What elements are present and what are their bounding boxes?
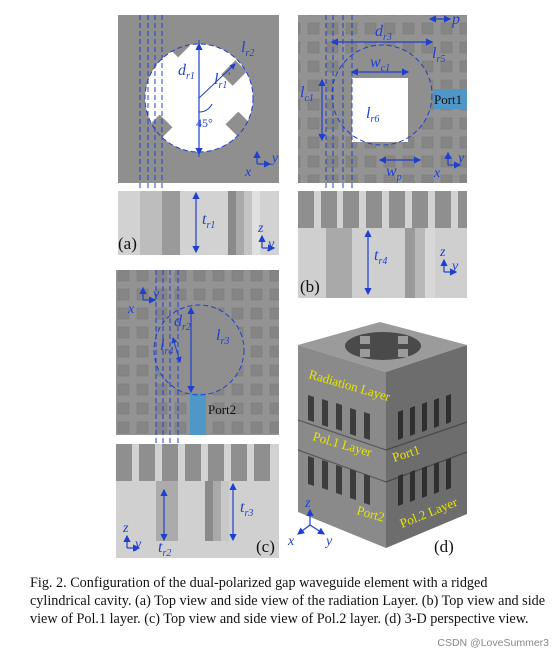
panel-c-d-label: dr2: [174, 313, 191, 333]
panel-c-l-r4-label: lr4: [160, 337, 173, 357]
panel-a-l-r2-label: lr2: [241, 39, 254, 59]
panel-c-t-r3-label: tr3: [240, 499, 253, 519]
panel-b-l-r5-label: lr5: [432, 45, 445, 65]
panel-a-axes-side: [258, 234, 276, 252]
panel-a-axis-y: y: [270, 151, 279, 166]
panel-b-coupling-slot: [352, 78, 408, 142]
panel-b-label: (b): [300, 277, 320, 296]
panel-d-right-slots: [398, 394, 451, 506]
panel-d-top-ridges: [360, 336, 408, 357]
panel-b-port: [433, 89, 467, 109]
panel-d-label: (d): [434, 537, 454, 556]
panel-d-left-slots: [308, 395, 370, 505]
panel-a-axis-y2: y: [266, 237, 275, 252]
panel-b-axis-z: z: [439, 245, 446, 260]
panel-a-d-label: dr1: [178, 62, 195, 82]
panel-d-axis-x: x: [287, 534, 295, 549]
panel-c-axis-y: y: [151, 287, 160, 302]
panel-b-l-c1-label: lc1: [300, 84, 314, 104]
panel-b-axis-y2: y: [450, 259, 459, 274]
panel-c-cavity: [154, 305, 244, 395]
panel-b-d-label: dr3: [375, 23, 392, 43]
panel-a-axis-z: z: [257, 221, 264, 236]
panel-d-axes: [297, 508, 326, 535]
panel-b: Port1 dr3 p lr5 wc1 lc1 lr6 wp x y: [298, 11, 467, 298]
panel-d-port2-label: Port2: [355, 502, 386, 524]
panel-b-w-c1-label: wc1: [370, 54, 390, 74]
panel-b-axes-top: [444, 151, 462, 169]
panel-c-l-r3-label: lr3: [216, 327, 229, 347]
panel-c-axes-side: [123, 534, 141, 552]
figure-caption: Fig. 2. Configuration of the dual-polari…: [30, 575, 546, 627]
panel-d-top-cavity: [345, 332, 421, 360]
panel-c-axis-x: x: [127, 302, 135, 317]
watermark: CSDN @LoveSummer3: [437, 637, 549, 649]
panel-b-pins: [298, 191, 467, 228]
panel-b-axis-x: x: [433, 166, 441, 181]
panel-c: Port2 dr2 lr3 lr4 x y: [116, 270, 279, 559]
panel-a-ridges: [145, 30, 253, 142]
panel-c-port-label: Port2: [208, 402, 236, 417]
panel-d-axis-z: z: [304, 496, 311, 511]
panel-a-axes-top: [253, 150, 272, 168]
panel-c-guides: [153, 270, 245, 545]
panel-c-axis-y2: y: [133, 537, 142, 552]
panel-c-port: [190, 393, 206, 435]
panel-c-axis-z: z: [122, 521, 129, 536]
panel-c-label: (c): [256, 537, 275, 556]
panel-a-label: (a): [118, 234, 137, 253]
panel-b-t-label: tr4: [374, 247, 387, 267]
panel-b-axes-side: [440, 258, 458, 276]
panel-b-w-p-label: wp: [386, 163, 402, 183]
panel-a-angle-label: 45°: [196, 116, 213, 130]
panel-b-p-label: p: [451, 11, 460, 28]
panel-b-l-r6-label: lr6: [366, 105, 379, 125]
panel-c-pins: [116, 444, 270, 481]
panel-c-t-r2-label: tr2: [158, 539, 171, 559]
panel-d-axis-y: y: [324, 534, 333, 549]
panel-b-axis-y: y: [456, 151, 465, 166]
panel-d: Radiation Layer Pol.1 Layer Port1 Port2 …: [287, 322, 468, 556]
panel-c-axes-top: [139, 286, 157, 304]
panel-a-axis-x: x: [244, 165, 252, 180]
panel-a-l-r1-label: lr1': [214, 69, 230, 91]
panel-a: dr1 lr2 lr1' 45° x y tr1 (a) z y: [118, 15, 279, 255]
panel-a-t-label: tr1: [202, 211, 215, 231]
panel-b-port-label: Port1: [434, 92, 462, 107]
